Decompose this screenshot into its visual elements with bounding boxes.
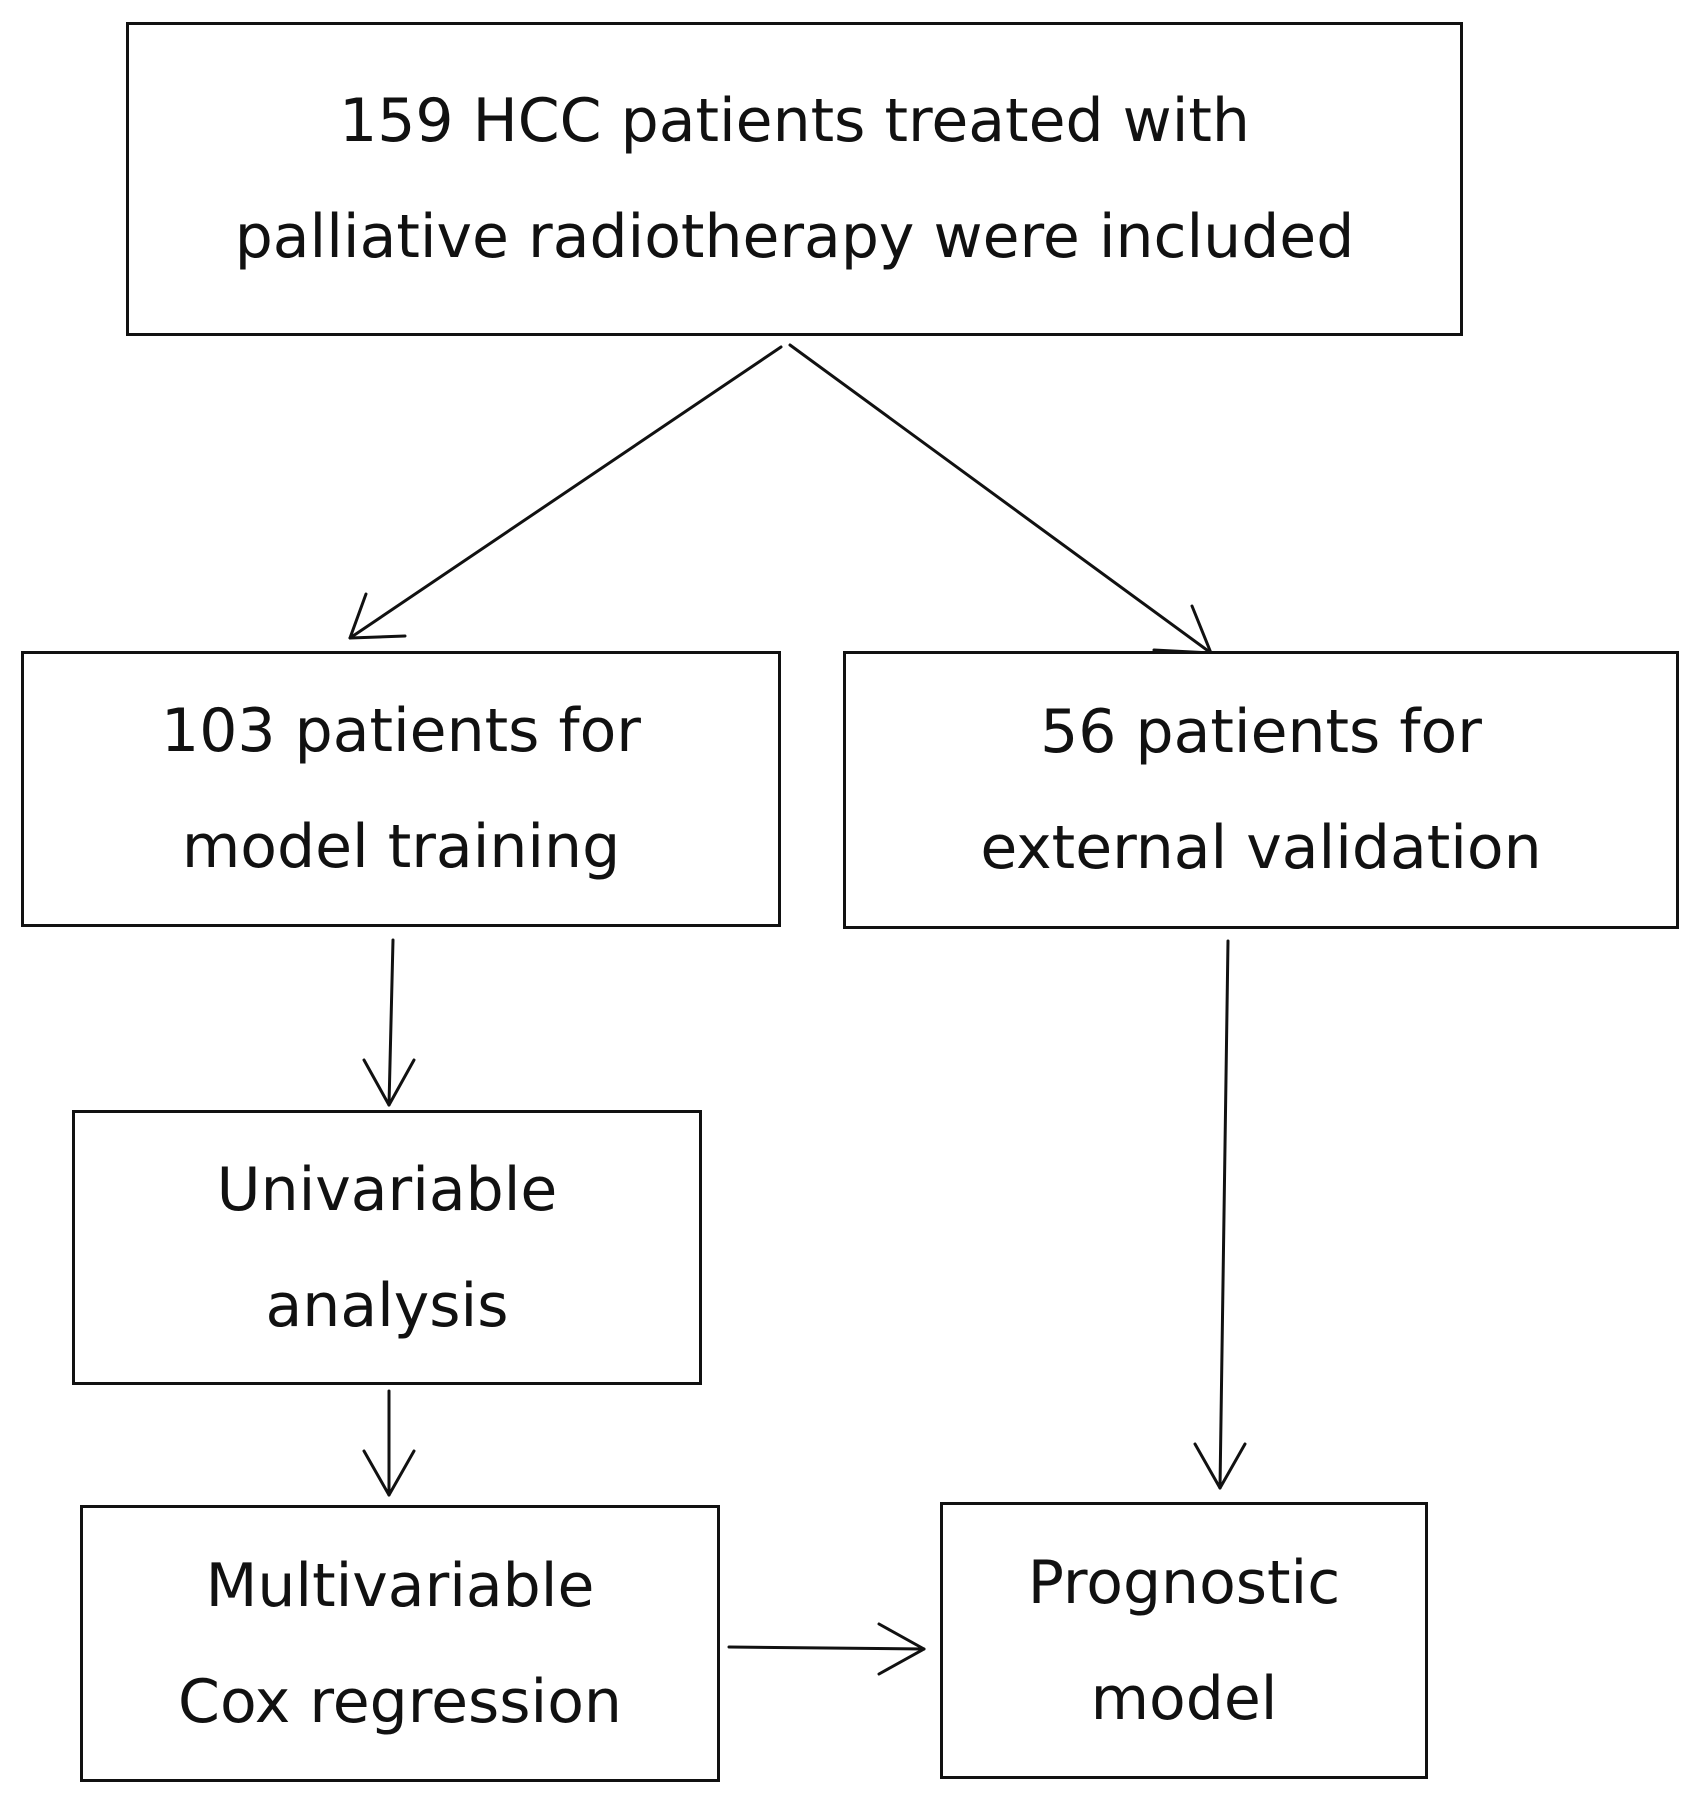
univariable-text-line-2: analysis xyxy=(265,1270,509,1341)
prognostic-text-line-1: Prognostic xyxy=(1027,1547,1341,1618)
arrow-cohort-to-training xyxy=(348,345,783,640)
arrow-cohort-to-validation xyxy=(788,343,1213,655)
cohort-text-line-1: 159 HCC patients treated with xyxy=(339,86,1250,156)
validation-text-line-1: 56 patients for xyxy=(1040,697,1482,767)
multivariable-text-line-2: Cox regression xyxy=(178,1666,622,1737)
univariable-text-line-1: Univariable xyxy=(216,1154,558,1225)
validation-text-line-2: external validation xyxy=(980,813,1542,883)
training-text-line-2: model training xyxy=(181,812,621,882)
validation-box: 56 patients for external validation xyxy=(843,651,1679,929)
training-box: 103 patients for model training xyxy=(21,651,781,927)
arrow-multivariable-to-prognostic xyxy=(727,1622,926,1676)
multivariable-box: Multivariable Cox regression xyxy=(80,1505,720,1782)
arrow-validation-to-prognostic xyxy=(1193,939,1247,1490)
arrow-training-to-univariable xyxy=(362,938,416,1107)
cohort-box: 159 HCC patients treated with palliative… xyxy=(126,22,1463,336)
prognostic-text-line-2: model xyxy=(1090,1663,1278,1734)
arrow-univariable-to-multivariable xyxy=(362,1389,416,1497)
multivariable-text-line-1: Multivariable xyxy=(205,1550,595,1621)
cohort-text-line-2: palliative radiotherapy were included xyxy=(234,202,1355,272)
prognostic-box: Prognostic model xyxy=(940,1502,1428,1779)
training-text-line-1: 103 patients for xyxy=(161,696,641,766)
univariable-box: Univariable analysis xyxy=(72,1110,702,1385)
